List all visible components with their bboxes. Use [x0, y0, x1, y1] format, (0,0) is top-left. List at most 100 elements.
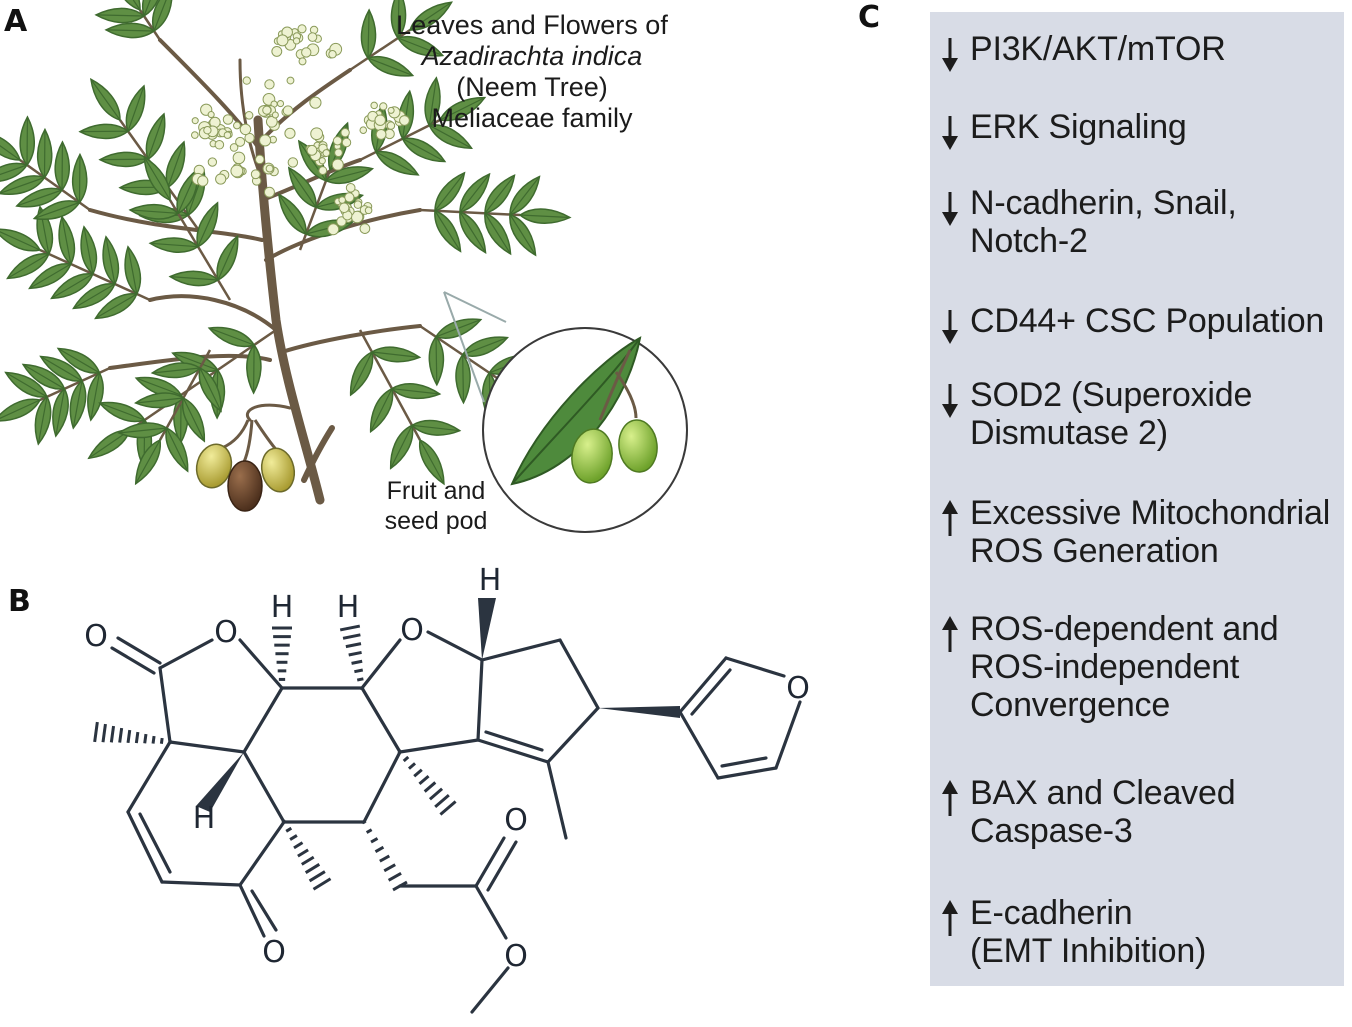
flower-bud — [338, 196, 346, 204]
leaflet — [32, 200, 81, 220]
leaflet — [104, 22, 156, 39]
leaflet — [152, 0, 173, 33]
leaflet — [461, 336, 509, 357]
leaflet — [370, 346, 422, 363]
leaflet — [0, 175, 46, 195]
flower-bud — [244, 111, 254, 120]
leaflet — [94, 293, 138, 320]
flower-bud — [306, 144, 318, 156]
arrow-down-icon — [942, 310, 958, 344]
flower-bud — [239, 123, 252, 136]
flower-bud — [309, 96, 322, 109]
arrow-up-icon — [942, 500, 958, 536]
flower-bud — [254, 154, 265, 165]
leaflet — [36, 127, 53, 179]
arrow-down-icon — [942, 38, 958, 72]
leaflet — [0, 228, 42, 252]
leaflet — [94, 7, 146, 24]
zoomed-fruit-1 — [571, 428, 613, 484]
atom-h: H — [337, 590, 360, 625]
leaflet — [459, 210, 487, 254]
leaflet — [80, 225, 98, 276]
flower-bud — [282, 105, 294, 116]
arrow-down-icon — [942, 192, 958, 226]
leaflet — [509, 175, 541, 216]
leaflet — [145, 112, 166, 161]
flower-bud — [379, 102, 388, 111]
leaflet — [360, 8, 377, 60]
flower-bud — [318, 166, 328, 176]
leaflet — [518, 208, 572, 225]
leaflet — [21, 363, 66, 390]
flower-bud — [359, 126, 368, 134]
leaflet — [54, 140, 70, 192]
leaflet — [434, 171, 466, 212]
leaflet — [389, 424, 414, 470]
mechanism-item: N-cadherin, Snail, Notch-2 — [930, 184, 1237, 260]
leaflet — [39, 355, 84, 382]
flower-bud — [250, 169, 261, 180]
leaflet — [165, 426, 189, 473]
caption-line: Meliaceae family — [431, 103, 633, 133]
leaflet — [410, 419, 462, 436]
flower-bud — [359, 223, 371, 234]
flower-bud — [286, 76, 295, 85]
leaflet — [69, 379, 87, 430]
leaflet — [19, 115, 35, 167]
leaflet — [196, 201, 219, 248]
plant-leaves — [0, 0, 572, 486]
leaflet — [277, 193, 307, 236]
atom-labels: O O H H O H O H O O O — [84, 563, 810, 974]
leaflet — [396, 36, 445, 57]
caption-line: (Neem Tree) — [456, 72, 608, 102]
flower-bud — [264, 79, 275, 90]
leaflet — [143, 155, 171, 202]
flower-bud — [364, 206, 373, 215]
flower-bud — [318, 157, 326, 165]
flower-bud — [230, 164, 244, 178]
flower-bud — [265, 115, 278, 128]
leaflet — [207, 326, 256, 348]
fruit-brown — [227, 460, 263, 512]
atom-h: H — [193, 801, 216, 836]
stem — [246, 403, 292, 422]
leaflet — [246, 343, 262, 395]
leaflet — [324, 166, 375, 185]
leaflet — [424, 76, 441, 127]
flower-bud — [322, 149, 331, 157]
mechanism-text: ROS-dependent and ROS-independent Conver… — [970, 610, 1279, 724]
leaflet — [78, 123, 130, 140]
leaflet — [366, 56, 415, 77]
leaflet — [56, 347, 101, 374]
zoomed-fruit-2 — [618, 419, 658, 473]
flower-bud — [328, 50, 337, 59]
leaflet — [111, 0, 141, 12]
flower-bud — [292, 37, 301, 45]
mechanism-text: BAX and Cleaved Caspase-3 — [970, 774, 1236, 850]
mechanism-item: ERK Signaling — [930, 108, 1187, 154]
leaflet — [434, 318, 483, 339]
stem — [301, 425, 335, 483]
chemical-structure: O O H H O H O H O O O — [84, 563, 810, 1014]
flower-bud — [271, 45, 283, 57]
fruit-yellow-2 — [260, 447, 296, 493]
mechanism-text: E-cadherin (EMT Inhibition) — [970, 894, 1207, 970]
leaflet — [89, 77, 121, 122]
caption-line: Leaves and Flowers of — [396, 10, 668, 40]
leaflet — [168, 270, 220, 287]
atom-o: O — [504, 803, 528, 838]
mechanism-text: N-cadherin, Snail, Notch-2 — [970, 184, 1237, 260]
leaflet — [0, 398, 42, 422]
mechanism-item: Excessive Mitochondrial ROS Generation — [930, 494, 1330, 570]
atom-o: O — [400, 613, 424, 648]
flower-bud — [207, 111, 215, 119]
flower-bud — [223, 131, 232, 139]
zoom-callout — [443, 291, 688, 533]
leaflet — [0, 129, 22, 161]
stem — [260, 68, 352, 142]
flower-bud — [265, 164, 274, 173]
flower-bud — [203, 126, 212, 135]
flower-bud — [297, 24, 307, 34]
flower-bud — [259, 134, 272, 147]
